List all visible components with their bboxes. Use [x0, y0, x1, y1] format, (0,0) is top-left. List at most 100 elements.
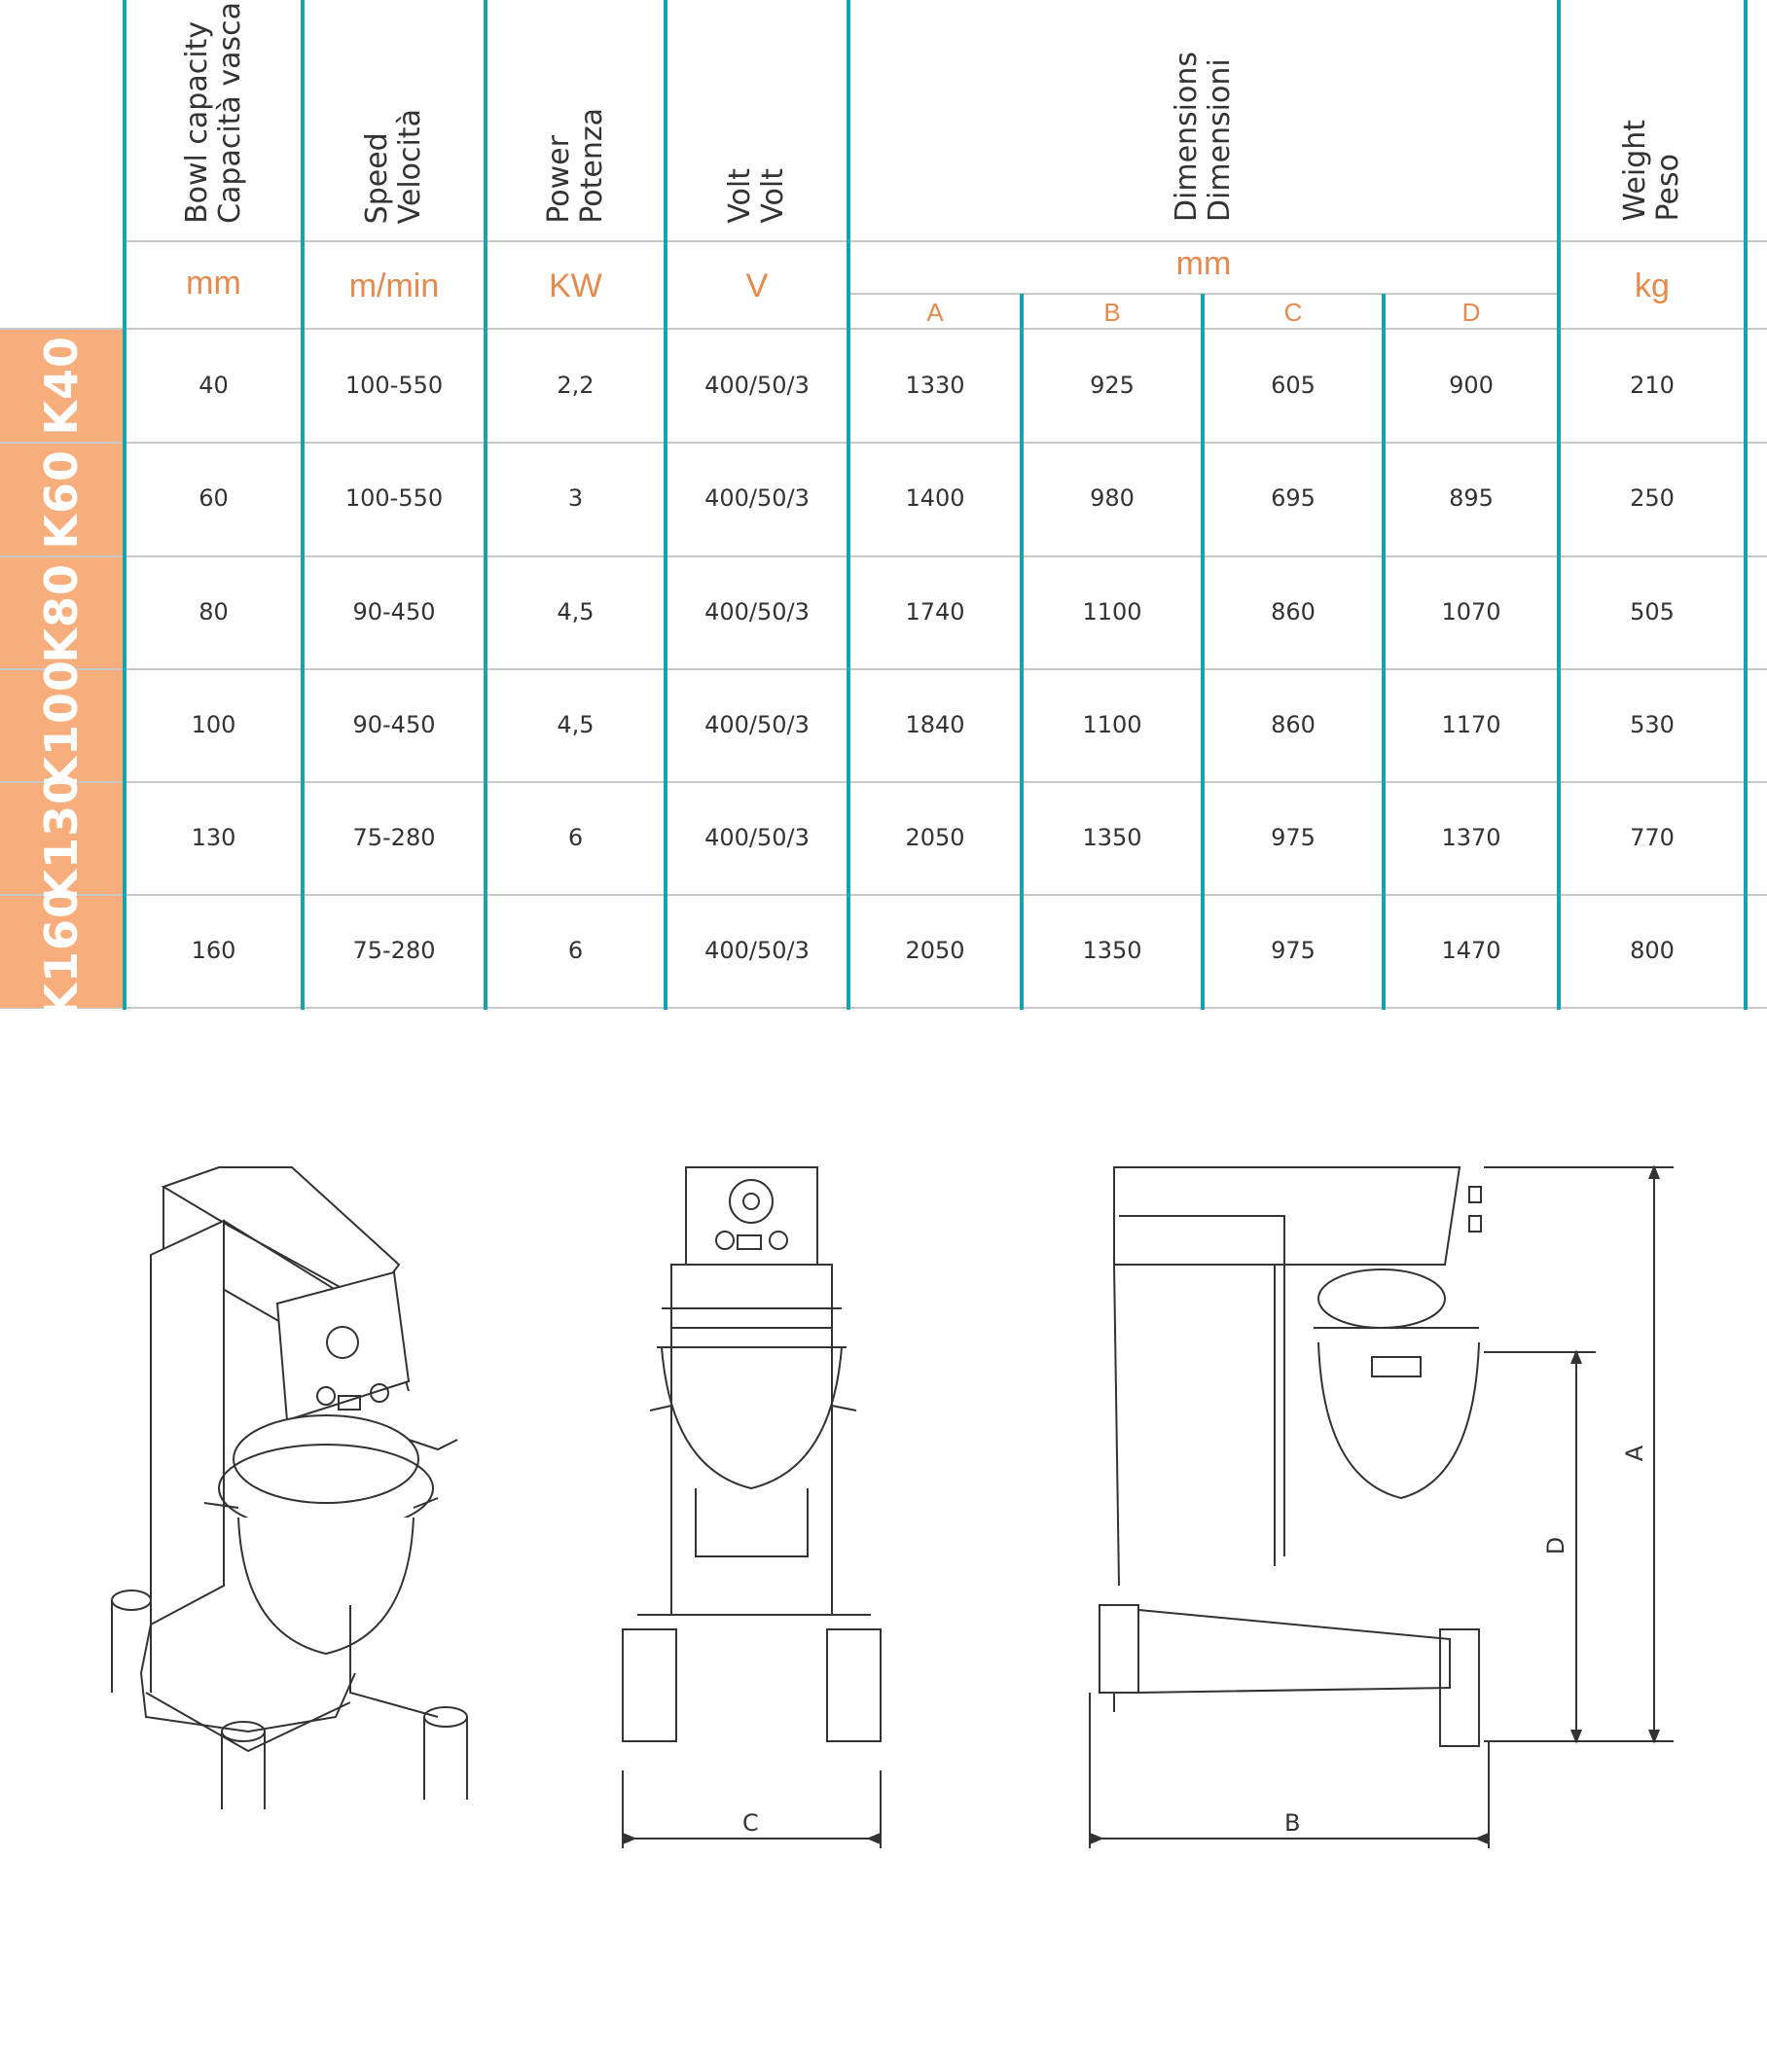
model-cell: K130: [0, 772, 123, 905]
table-cell: 2,2: [557, 372, 595, 399]
table-cell: 860: [1271, 598, 1316, 625]
model-cell: K60: [0, 444, 123, 555]
table-cell: 2050: [905, 824, 965, 851]
table-cell: 895: [1449, 484, 1494, 512]
dim-sub-d: D: [1461, 298, 1481, 327]
table-cell: 1170: [1441, 711, 1501, 738]
unit-bowl: mm: [186, 265, 241, 302]
volt-label-it: Volt: [756, 168, 790, 224]
table-cell: 2050: [905, 937, 965, 964]
dim-label-c: C: [742, 1809, 759, 1837]
dims-label-en: Dimensions: [1170, 51, 1204, 222]
table-cell: 400/50/3: [704, 824, 810, 851]
table-cell: 975: [1271, 937, 1316, 964]
mixer-drawings: [111, 1164, 1674, 1848]
table-cell: 980: [1090, 484, 1135, 512]
table-cell: 210: [1630, 372, 1675, 399]
power-label-en: Power: [541, 135, 576, 224]
model-label: K60: [35, 449, 88, 550]
table-cell: 400/50/3: [704, 937, 810, 964]
table-cell: 4,5: [557, 598, 595, 625]
table-cell: 4,5: [557, 711, 595, 738]
table-cell: 975: [1271, 824, 1316, 851]
table-cell: 860: [1271, 711, 1316, 738]
model-label: K40: [35, 336, 88, 436]
unit-speed: m/min: [348, 268, 440, 304]
table-cell: 1370: [1441, 824, 1501, 851]
power-label-it: Potenza: [574, 108, 609, 224]
volt-label-en: Volt: [723, 168, 757, 224]
table-cell: 100-550: [344, 372, 444, 399]
table-cell: 400/50/3: [704, 484, 810, 512]
table-cell: 530: [1630, 711, 1675, 738]
table-cell: 1100: [1082, 598, 1142, 625]
table-cell: 75-280: [352, 937, 436, 964]
table-cell: 60: [198, 484, 229, 512]
unit-volt: V: [745, 268, 769, 304]
dim-label-d: D: [1542, 1536, 1570, 1555]
table-cell: 1470: [1441, 937, 1501, 964]
table-cell: 770: [1630, 824, 1675, 851]
table-cell: 90-450: [352, 711, 436, 738]
model-label: K130: [35, 772, 88, 905]
mixer-perspective-view: [111, 1166, 468, 1809]
dim-label-a: A: [1621, 1445, 1649, 1462]
table-cell: 100-550: [344, 484, 444, 512]
unit-dimensions: mm: [1175, 245, 1232, 282]
weight-label-it: Peso: [1651, 154, 1685, 222]
table-cell: 1840: [905, 711, 965, 738]
table-cell: 1400: [905, 484, 965, 512]
table-cell: 695: [1271, 484, 1316, 512]
table-cell: 1740: [905, 598, 965, 625]
dim-sub-a: A: [926, 298, 944, 327]
weight-label-en: Weight: [1618, 120, 1652, 222]
table-cell: 130: [191, 824, 236, 851]
table-cell: 400/50/3: [704, 372, 810, 399]
table-cell: 75-280: [352, 824, 436, 851]
table-cell: 800: [1630, 937, 1675, 964]
table-cell: 605: [1271, 372, 1316, 399]
table-cell: 1350: [1082, 937, 1142, 964]
dim-label-b: B: [1284, 1809, 1301, 1837]
model-cell: K40: [0, 330, 123, 442]
table-cell: 1070: [1441, 598, 1501, 625]
table-cell: 6: [567, 937, 584, 964]
table-cell: 40: [198, 372, 229, 399]
mixer-front-view: [622, 1166, 882, 1848]
table-cell: 925: [1090, 372, 1135, 399]
table-cell: 900: [1449, 372, 1494, 399]
table-cell: 1350: [1082, 824, 1142, 851]
unit-power: KW: [549, 268, 602, 304]
model-label: K80: [35, 562, 88, 663]
table-cell: 3: [567, 484, 584, 512]
table-cell: 100: [191, 711, 236, 738]
table-grid: [0, 0, 1767, 1010]
table-cell: 80: [198, 598, 229, 625]
bowl-label-it: Capacità vasca: [212, 2, 247, 224]
table-cell: 400/50/3: [704, 711, 810, 738]
table-cell: 6: [567, 824, 584, 851]
mixer-side-view: [1089, 1164, 1674, 1848]
speed-label-it: Velocità: [393, 108, 427, 224]
table-cell: 1330: [905, 372, 965, 399]
table-cell: 1100: [1082, 711, 1142, 738]
model-cell: K160: [0, 886, 123, 1018]
table-cell: 160: [191, 937, 236, 964]
unit-weight: kg: [1635, 268, 1670, 304]
dim-sub-b: B: [1103, 298, 1121, 327]
model-cell: K100: [0, 660, 123, 792]
table-cell: 250: [1630, 484, 1675, 512]
speed-label-en: Speed: [360, 131, 394, 224]
bowl-label-en: Bowl capacity: [179, 21, 214, 224]
table-cell: 400/50/3: [704, 598, 810, 625]
dim-sub-c: C: [1283, 298, 1303, 327]
table-cell: 505: [1630, 598, 1675, 625]
dims-label-it: Dimensioni: [1203, 58, 1237, 222]
model-label: K160: [35, 885, 88, 1018]
